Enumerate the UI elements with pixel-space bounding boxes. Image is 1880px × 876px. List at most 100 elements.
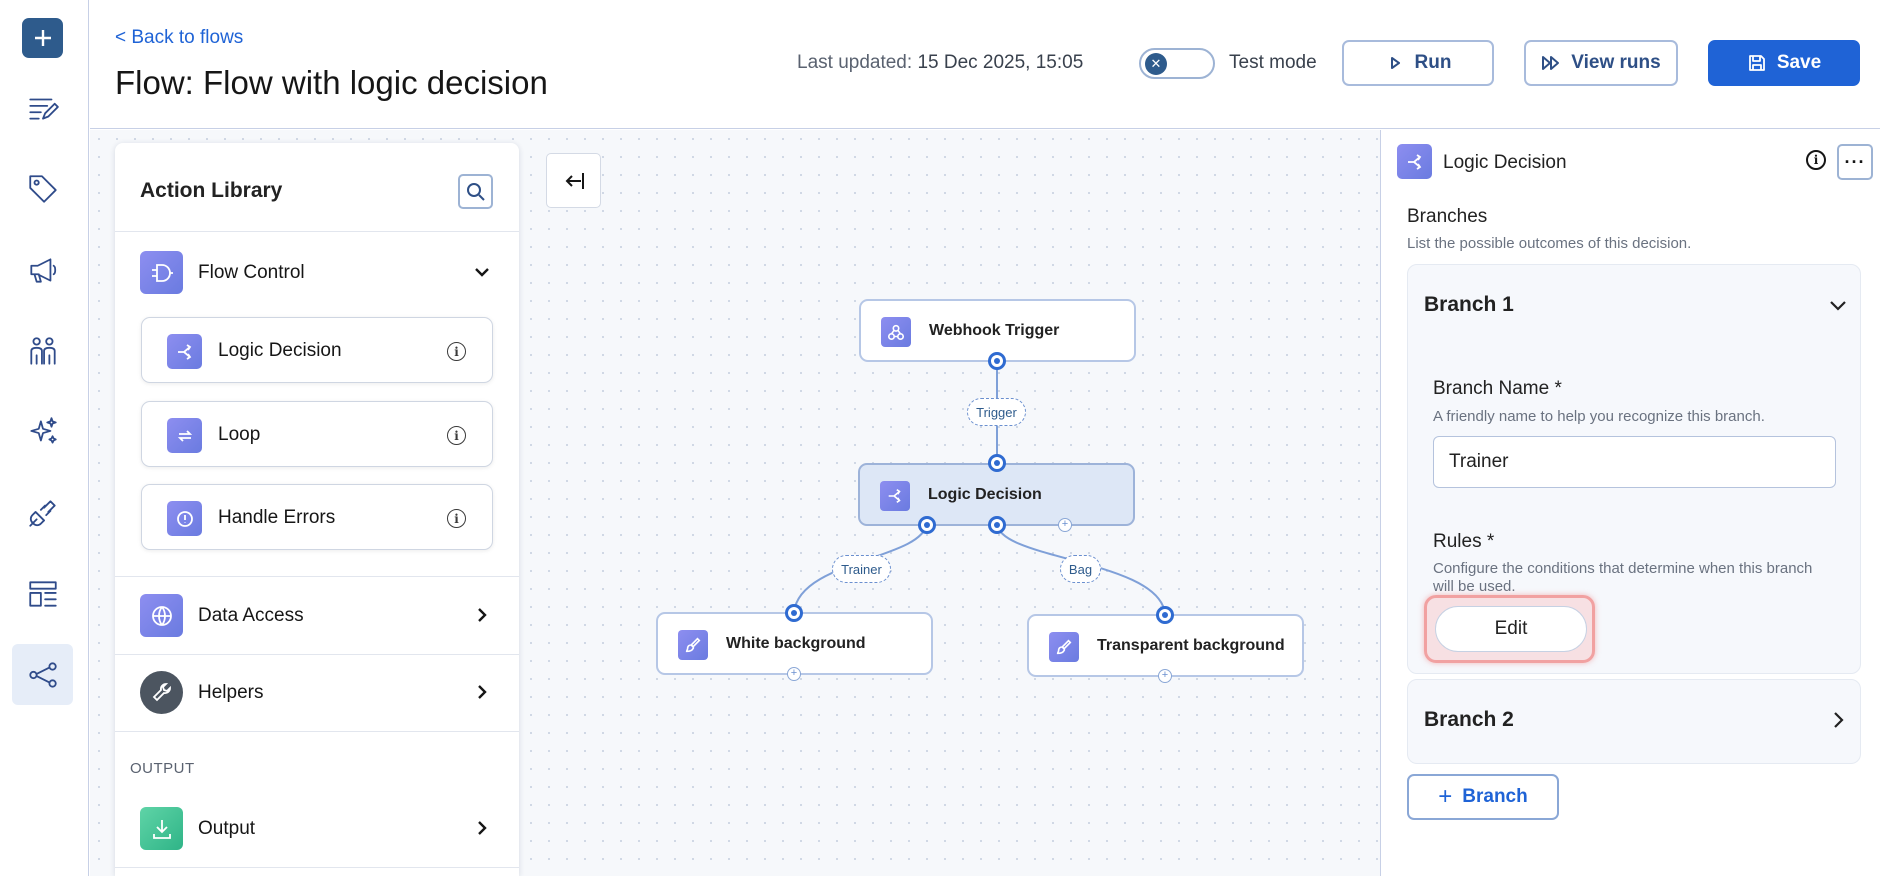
sidebar-item-tags[interactable]: [12, 158, 73, 219]
header: < Back to flows Flow: Flow with logic de…: [90, 0, 1880, 129]
megaphone-icon: [29, 257, 56, 283]
category-flow-control[interactable]: Flow Control: [115, 243, 519, 303]
error-icon: [167, 501, 202, 536]
section-label-output: OUTPUT: [130, 760, 195, 777]
category-label: Helpers: [198, 682, 264, 703]
chevron-right-icon: [478, 821, 487, 835]
view-runs-label: View runs: [1571, 52, 1661, 73]
save-icon: [1748, 55, 1765, 71]
item-label: Loop: [218, 424, 261, 445]
category-output[interactable]: Output: [115, 799, 519, 859]
back-to-flows-link[interactable]: < Back to flows: [115, 27, 244, 48]
paint-icon: [1049, 632, 1079, 662]
close-icon: ✕: [1145, 53, 1167, 75]
save-button-label: Save: [1776, 52, 1822, 73]
node-label: Transparent background: [1097, 637, 1285, 654]
flow-icon: [28, 661, 57, 688]
info-icon[interactable]: i: [447, 426, 466, 445]
sparkles-icon: [29, 416, 57, 444]
layout-icon: [28, 580, 57, 607]
branch-icon: [880, 481, 910, 511]
page-title: Flow: Flow with logic decision: [115, 64, 548, 102]
chevron-down-icon[interactable]: [1828, 295, 1848, 315]
branch-icon: [167, 334, 202, 369]
sidebar-item-layouts[interactable]: [12, 563, 73, 624]
run-button[interactable]: Run: [1342, 40, 1494, 86]
download-icon: [140, 807, 183, 850]
branches-help: List the possible outcomes of this decis…: [1407, 235, 1692, 252]
port-logic-out-trainer[interactable]: [918, 516, 936, 534]
edge-label-bag[interactable]: Bag: [1060, 555, 1101, 583]
add-port-icon[interactable]: +: [1058, 518, 1072, 532]
category-data-access[interactable]: Data Access: [115, 586, 519, 646]
port-white-in[interactable]: [785, 604, 803, 622]
webhook-icon: [881, 317, 911, 347]
add-port-icon[interactable]: +: [787, 667, 801, 681]
category-label: Data Access: [198, 605, 304, 626]
divider: [115, 231, 519, 232]
branch-name-input[interactable]: Trainer: [1433, 436, 1836, 488]
search-icon: [466, 182, 485, 201]
chevron-right-icon: [478, 608, 487, 622]
node-label: Logic Decision: [928, 486, 1042, 503]
sidebar-item-campaigns[interactable]: [12, 239, 73, 300]
play-icon: [1390, 57, 1400, 69]
node-label: White background: [726, 635, 866, 652]
edge-label-trainer[interactable]: Trainer: [832, 555, 891, 583]
branch-card-2[interactable]: Branch 2: [1407, 679, 1861, 764]
rules-label: Rules *: [1433, 531, 1495, 552]
port-transparent-in[interactable]: [1156, 606, 1174, 624]
branch-name-label: Branch Name *: [1433, 378, 1562, 399]
edit-highlight: Edit: [1424, 595, 1595, 663]
action-library: Action Library Flow Control Logic Decisi…: [115, 143, 519, 876]
library-item-loop[interactable]: Loop i: [141, 401, 493, 467]
sidebar-item-tasks[interactable]: [12, 77, 73, 138]
divider: [115, 731, 519, 732]
logic-gate-icon: [140, 251, 183, 294]
test-mode-label: Test mode: [1229, 52, 1317, 73]
list-edit-icon: [28, 98, 59, 120]
add-branch-button[interactable]: + Branch: [1407, 774, 1559, 820]
arrow-left-to-line-icon: [565, 172, 584, 189]
view-runs-button[interactable]: View runs: [1524, 40, 1678, 86]
edit-rules-button[interactable]: Edit: [1435, 606, 1587, 652]
category-helpers[interactable]: Helpers: [115, 663, 519, 723]
divider: [115, 576, 519, 577]
sidebar-item-integrations[interactable]: [12, 482, 73, 543]
category-label: Output: [198, 818, 256, 839]
plug-icon: [28, 499, 56, 527]
panel-title: Logic Decision: [1443, 152, 1567, 173]
collapse-library-button[interactable]: [546, 153, 601, 208]
tag-icon: [28, 174, 57, 203]
divider: [115, 867, 519, 868]
library-item-handle-errors[interactable]: Handle Errors i: [141, 484, 493, 550]
properties-panel: Logic Decision i ··· Branches List the p…: [1380, 130, 1880, 876]
edge-label-trigger[interactable]: Trigger: [967, 398, 1026, 426]
sidebar-item-ai[interactable]: [12, 401, 73, 462]
last-updated: Last updated: 15 Dec 2025, 15:05: [797, 52, 1083, 74]
branch-1-title[interactable]: Branch 1: [1424, 293, 1514, 316]
add-branch-label: Branch: [1462, 786, 1528, 807]
sidebar-item-flows[interactable]: [12, 644, 73, 705]
info-icon[interactable]: i: [1806, 150, 1826, 170]
add-port-icon[interactable]: +: [1158, 669, 1172, 683]
last-updated-value: 15 Dec 2025, 15:05: [917, 52, 1084, 73]
port-logic-in[interactable]: [988, 454, 1006, 472]
info-icon[interactable]: i: [447, 342, 466, 361]
info-icon[interactable]: i: [447, 509, 466, 528]
sidebar-item-people[interactable]: [12, 320, 73, 381]
divider: [115, 654, 519, 655]
port-webhook-out[interactable]: [988, 352, 1006, 370]
library-search-button[interactable]: [458, 174, 493, 209]
node-white-background[interactable]: White background: [656, 612, 933, 675]
save-button[interactable]: Save: [1708, 40, 1860, 86]
library-item-logic-decision[interactable]: Logic Decision i: [141, 317, 493, 383]
plus-icon: [34, 30, 51, 46]
port-logic-out-bag[interactable]: [988, 516, 1006, 534]
more-options-button[interactable]: ···: [1837, 144, 1873, 180]
last-updated-label: Last updated:: [797, 52, 913, 73]
add-button[interactable]: [22, 18, 63, 58]
paint-icon: [678, 630, 708, 660]
run-button-label: Run: [1414, 52, 1452, 73]
test-mode-toggle[interactable]: ✕: [1139, 48, 1215, 79]
